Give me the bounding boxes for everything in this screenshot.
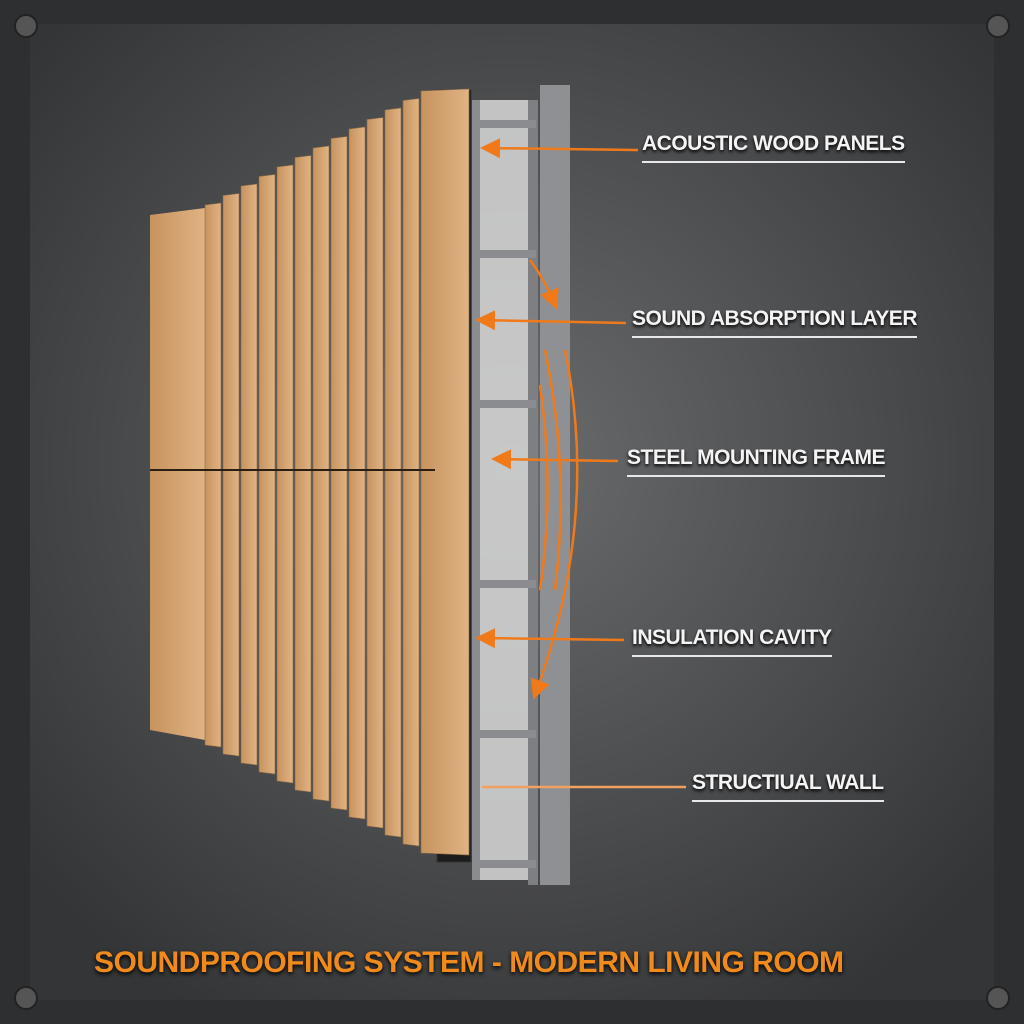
steel-mounting-frame: [472, 100, 538, 885]
wood-slat: [222, 193, 240, 757]
wood-slat: [204, 202, 222, 748]
label-structural-wall: STRUCTIUAL WALL: [692, 771, 884, 802]
structural-wall-plane: [540, 85, 570, 885]
label-acoustic-wood-panels: ACOUSTIC WOOD PANELS: [642, 132, 905, 163]
sound-wave-arc-2: [543, 349, 562, 591]
page-title: SOUNDPROOFING SYSTEM - MODERN LIVING ROO…: [94, 946, 844, 979]
arrow-steel-mounting-frame: [491, 449, 619, 470]
wood-panel-base: [150, 208, 205, 740]
label-sound-absorption-layer: SOUND ABSORPTION LAYER: [632, 307, 917, 338]
label-steel-mounting-frame: STEEL MOUNTING FRAME: [627, 446, 885, 477]
frame-crossbar: [472, 400, 536, 408]
insulation-fill: [475, 100, 535, 880]
wood-slat: [384, 107, 402, 838]
frame-crossbar: [472, 120, 536, 128]
wood-slat: [258, 174, 276, 775]
frame-crossbar: [472, 730, 536, 738]
wood-slat: [294, 155, 312, 793]
wood-slat: [330, 136, 348, 811]
sound-wave-arrow: [528, 259, 559, 310]
wood-slat: [348, 126, 366, 820]
frame-crossbar: [472, 580, 536, 588]
wood-slat: [420, 88, 470, 856]
arrow-sound-absorption-layer: [475, 310, 627, 331]
frame-stud: [472, 100, 480, 880]
frame-stud: [528, 100, 538, 885]
wood-slat: [276, 164, 294, 784]
wood-slat: [402, 98, 420, 847]
corner-bolts: [14, 14, 1010, 1010]
wood-slat: [366, 117, 384, 829]
arrow-acoustic-wood-panels: [480, 138, 639, 159]
sound-wave-arc-3: [530, 349, 579, 700]
frame-crossbar: [472, 250, 536, 258]
frame-crossbar: [472, 860, 536, 868]
arrows: [475, 138, 686, 789]
label-insulation-cavity: INSULATION CAVITY: [632, 626, 832, 657]
wood-slat: [240, 183, 258, 766]
sound-wave-arc-1: [538, 384, 549, 591]
acoustic-wood-panels: [150, 88, 470, 856]
wood-slat: [312, 145, 330, 802]
